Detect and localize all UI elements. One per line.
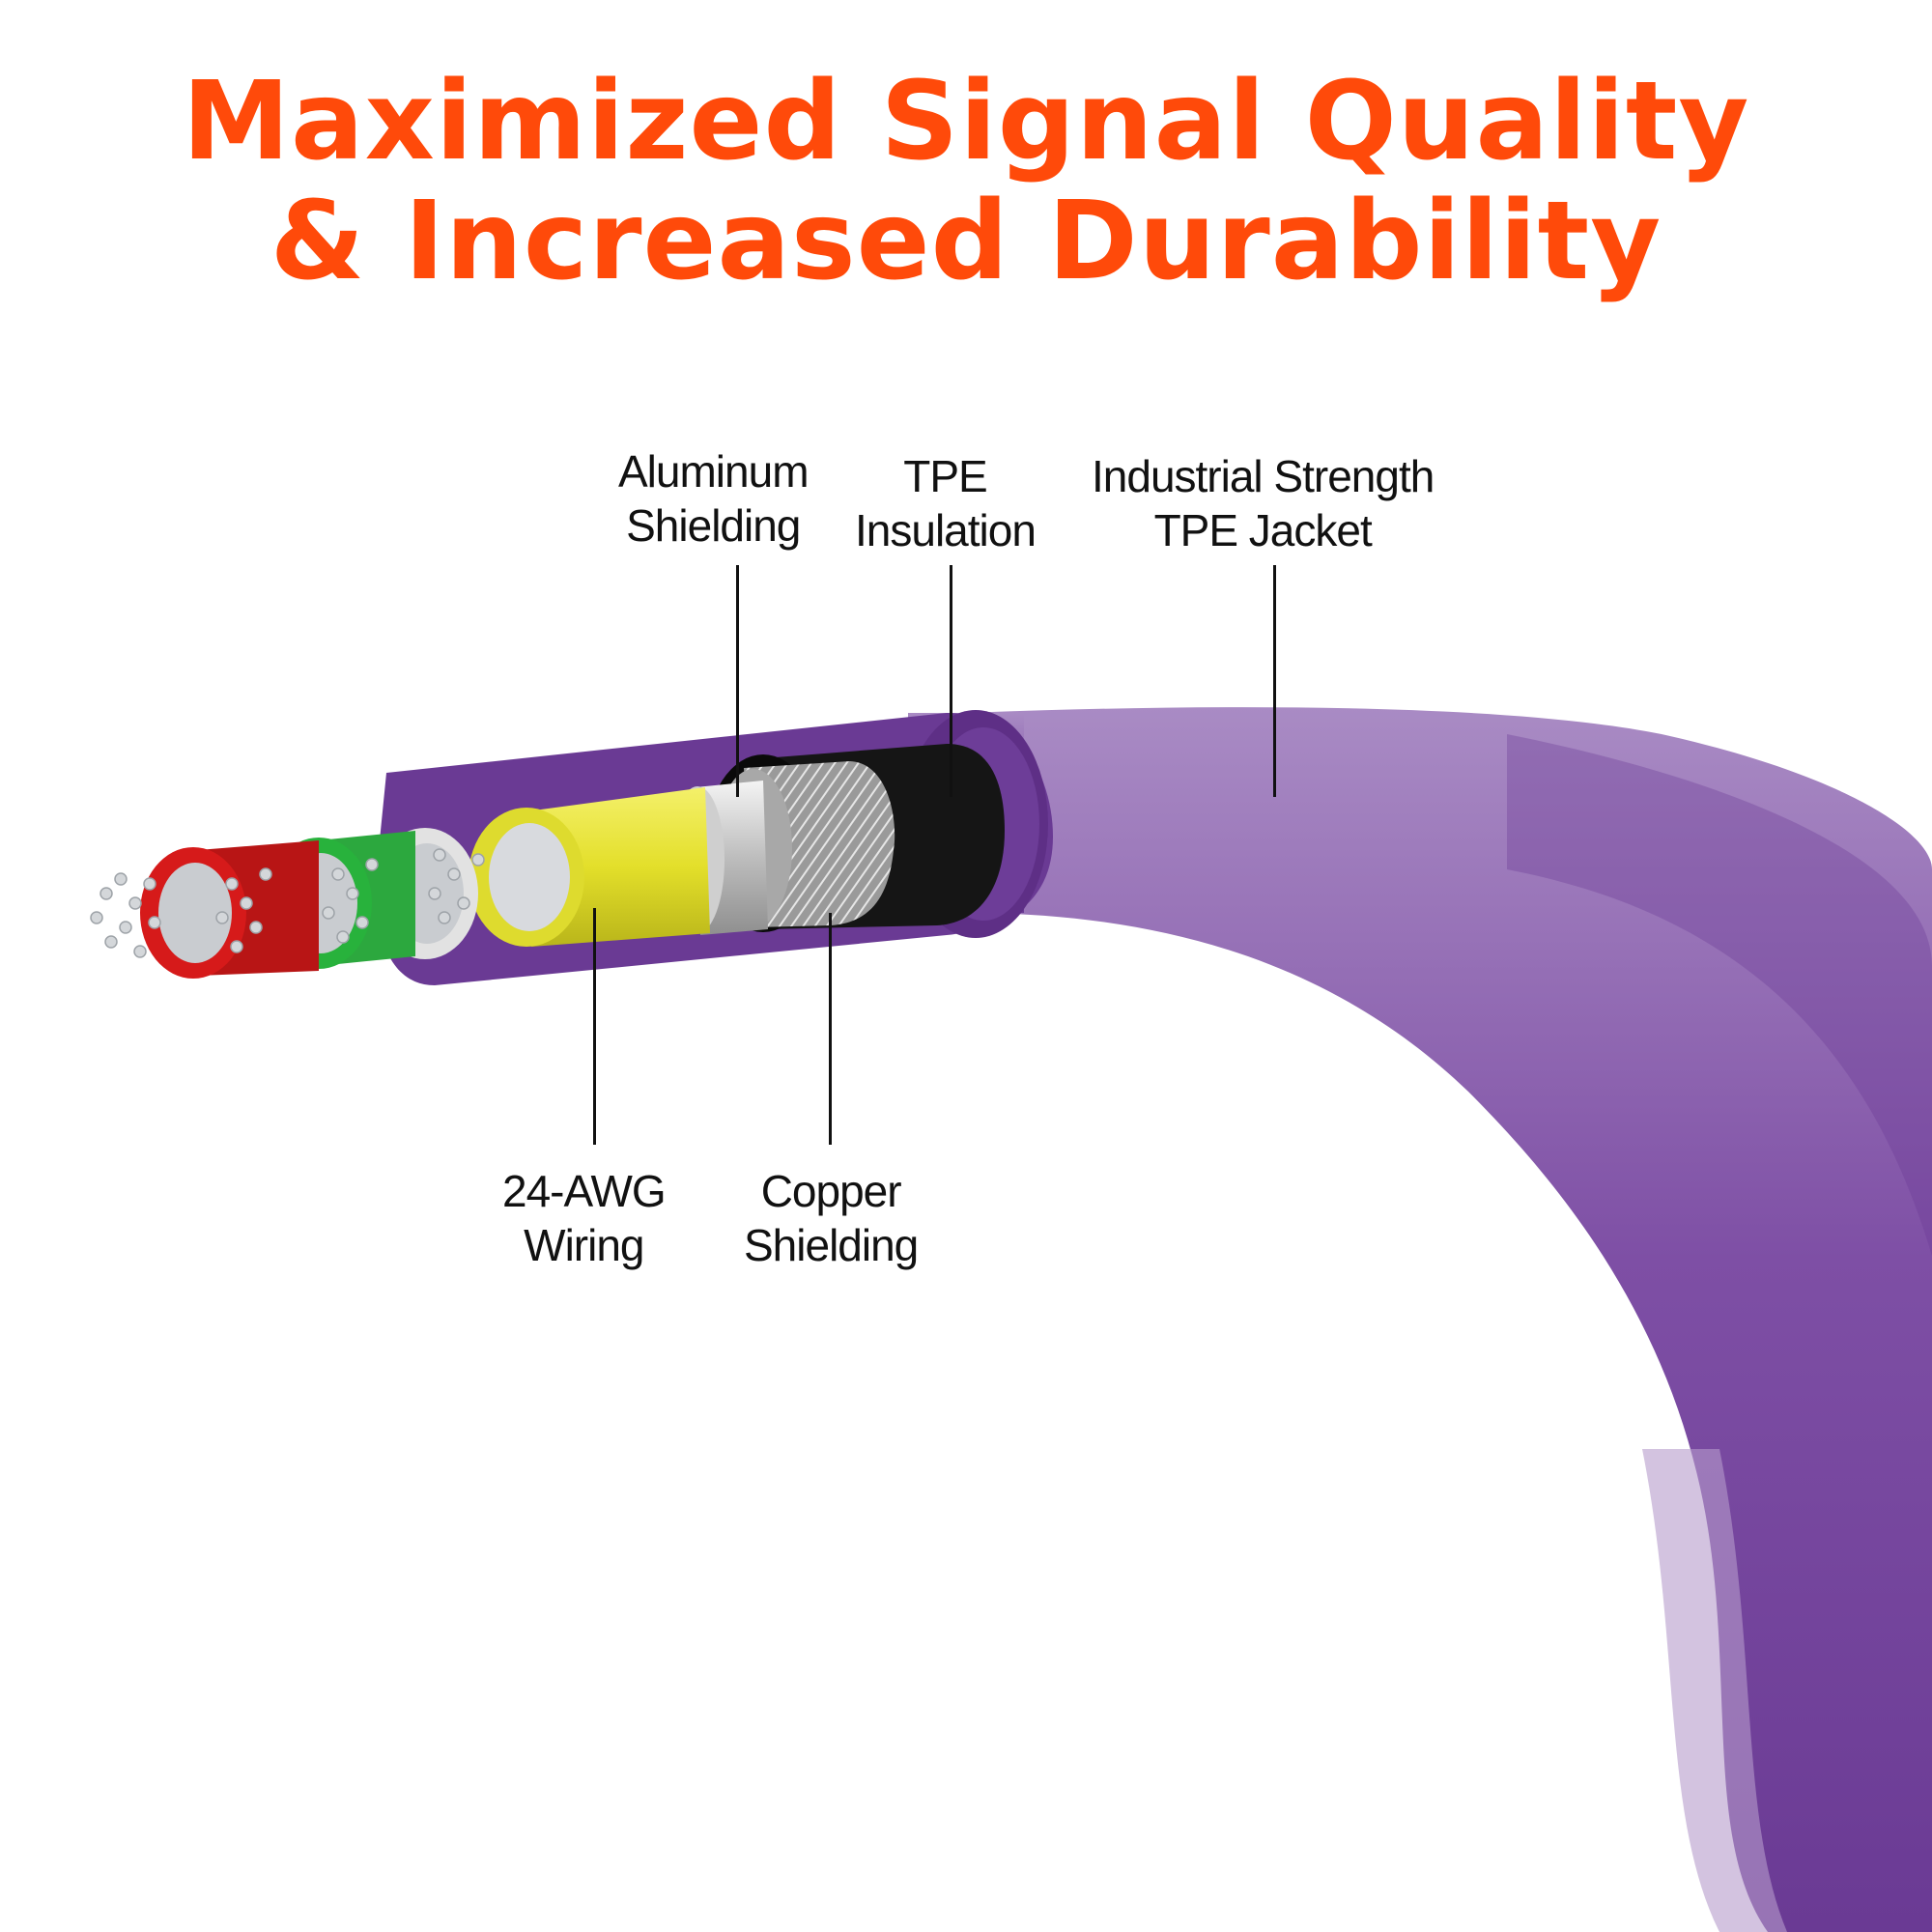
callout-tpe-line-2: Insulation: [855, 505, 1037, 555]
callout-aluminum-line-1: Aluminum: [618, 446, 810, 497]
leader-tpe-insulation: [950, 565, 952, 797]
title-line-2: & Increased Durability: [270, 179, 1662, 304]
wire-red-core: [158, 863, 232, 963]
page-title: Maximized Signal Quality & Increased Dur…: [0, 62, 1932, 301]
leader-jacket: [1273, 565, 1276, 797]
callout-jacket: Industrial Strength TPE Jacket: [1092, 449, 1435, 557]
callout-awg-wiring: 24-AWG Wiring: [502, 1164, 667, 1272]
leader-aluminum-shielding: [736, 565, 739, 797]
wire-strands: [90, 848, 485, 958]
cable-jacket-loop: [966, 707, 1932, 1932]
cable-jacket-shade: [1507, 734, 1932, 1256]
callout-jacket-line-2: TPE Jacket: [1153, 505, 1373, 555]
callout-jacket-line-1: Industrial Strength: [1092, 451, 1435, 501]
title-line-1: Maximized Signal Quality: [182, 59, 1750, 185]
callout-awg-line-2: Wiring: [524, 1220, 644, 1270]
callout-copper-shielding: Copper Shielding: [744, 1164, 919, 1272]
callout-aluminum-line-2: Shielding: [626, 500, 801, 551]
wire-yellow-core: [489, 823, 570, 931]
callout-awg-line-1: 24-AWG: [502, 1166, 667, 1216]
callout-copper-line-1: Copper: [760, 1166, 902, 1216]
callout-aluminum-shielding: Aluminum Shielding: [618, 444, 810, 553]
callout-tpe-insulation: TPE Insulation: [855, 449, 1037, 557]
leader-awg-wiring: [593, 908, 596, 1145]
leader-copper-shielding: [829, 913, 832, 1145]
callout-copper-line-2: Shielding: [744, 1220, 919, 1270]
callout-tpe-line-1: TPE: [903, 451, 987, 501]
cable-jacket-highlight: [1642, 1449, 1787, 1932]
